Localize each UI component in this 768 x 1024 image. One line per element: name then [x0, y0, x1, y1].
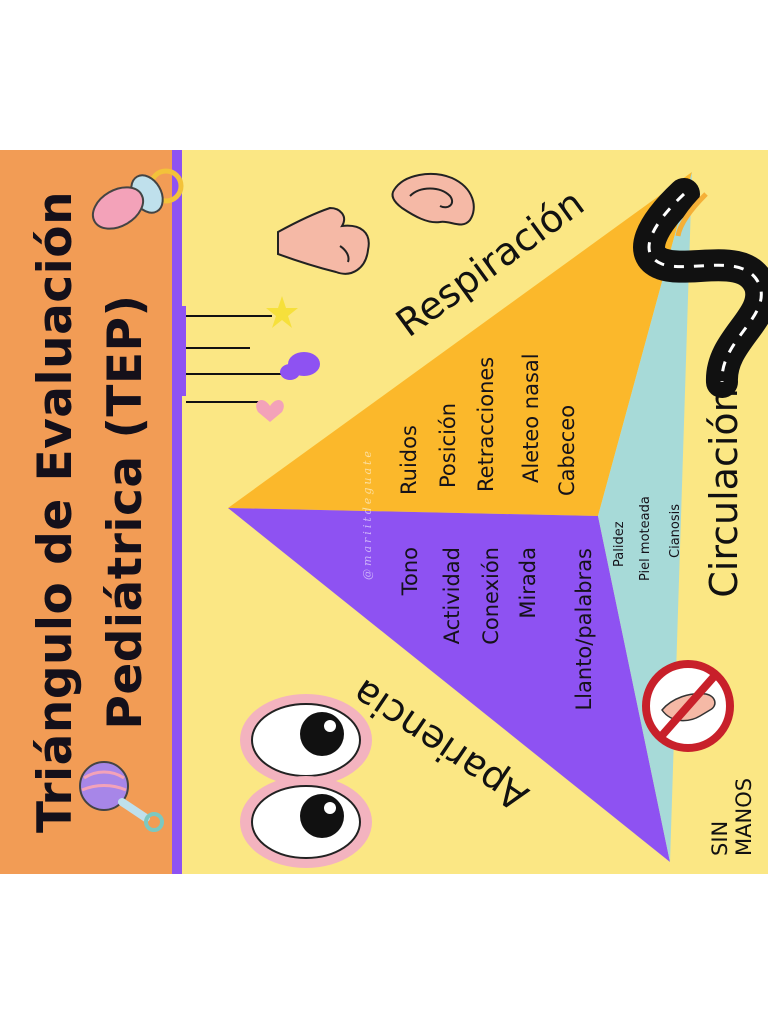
- purple-strip: [172, 150, 182, 874]
- rattle-icon: [79, 761, 164, 832]
- tep-infographic: Triángulo de Evaluación Pediátrica (TEP)…: [0, 150, 768, 874]
- apariencia-item-llanto-palabras: Llanto/palabras: [572, 548, 596, 711]
- circulacion-item-palidez: Palidez: [612, 521, 627, 567]
- apariencia-item-conexion: Conexión: [479, 547, 503, 645]
- apariencia-item-tono: Tono: [398, 547, 422, 596]
- respiracion-item-retracciones: Retracciones: [474, 356, 498, 492]
- crib-mobile-icon: [176, 296, 320, 422]
- respiracion-item-posicion: Posición: [436, 402, 460, 488]
- road-icon: [633, 178, 768, 398]
- eyes-icon: [240, 694, 372, 868]
- apariencia-item-actividad: Actividad: [440, 547, 464, 645]
- triangle-respiracion: [228, 172, 692, 516]
- apariencia-item-mirada: Mirada: [516, 547, 540, 619]
- triangle-apariencia: [228, 508, 670, 862]
- no-hands-icon: [642, 660, 734, 752]
- respiracion-item-cabeceo: Cabeceo: [555, 404, 579, 496]
- title-line-1: Triángulo de Evaluación: [28, 190, 83, 834]
- label-circulacion: Circulación: [702, 388, 746, 598]
- circulacion-item-piel-moteada: Piel moteada: [638, 496, 653, 581]
- circulacion-item-cianosis: Cianosis: [668, 503, 683, 558]
- watermark: @mariitdeguate: [361, 448, 374, 580]
- nose-icon: [277, 206, 370, 275]
- tep-artwork: [0, 150, 768, 874]
- title-band: [0, 150, 172, 874]
- sin-manos-note: SIN MANOS: [708, 777, 757, 856]
- pacifier-icon: [91, 168, 184, 230]
- title-line-2: Pediátrica (TEP): [98, 294, 153, 730]
- ear-icon: [391, 173, 475, 226]
- respiracion-item-aleteo-nasal: Aleteo nasal: [519, 353, 543, 483]
- respiracion-item-ruidos: Ruidos: [397, 425, 421, 495]
